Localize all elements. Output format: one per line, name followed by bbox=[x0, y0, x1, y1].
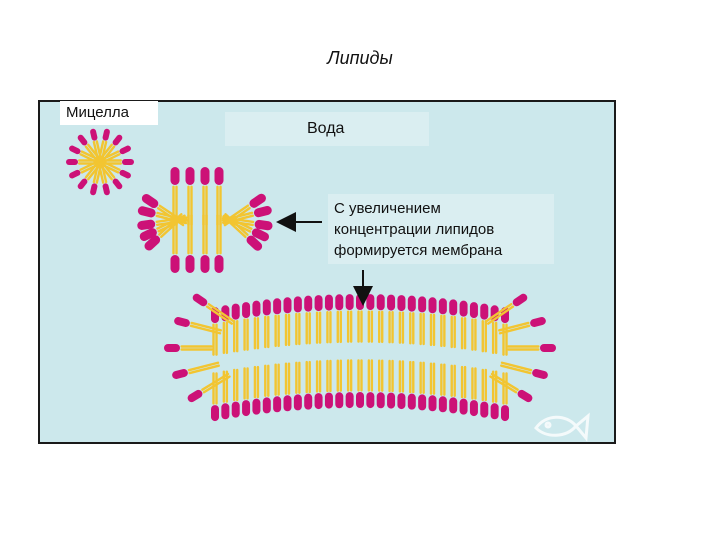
lipid-molecule bbox=[418, 296, 427, 346]
caption-membrane-formation: С увеличением концентрации липидов форми… bbox=[328, 194, 554, 264]
lipid-molecule bbox=[397, 295, 406, 344]
lipid-molecule bbox=[273, 363, 282, 413]
lipid-molecule bbox=[356, 359, 364, 408]
lipid-molecule bbox=[324, 359, 333, 409]
lipid-bilayer-membrane bbox=[164, 293, 556, 422]
lipid-molecule bbox=[485, 293, 528, 325]
large-micelle bbox=[137, 167, 273, 273]
lipid-molecule bbox=[449, 299, 458, 349]
page-title: Липиды bbox=[327, 48, 393, 68]
lipid-molecule bbox=[293, 361, 302, 411]
lipid-molecule bbox=[314, 360, 323, 410]
lipid-molecule bbox=[387, 294, 396, 344]
lipid-molecule bbox=[164, 344, 213, 352]
caption-line-3: формируется мембрана bbox=[334, 242, 503, 259]
lipid-molecule bbox=[387, 359, 396, 409]
lipid-molecule bbox=[252, 365, 261, 415]
lipid-molecule bbox=[438, 363, 447, 413]
lipid-molecule bbox=[304, 295, 313, 345]
lipid-molecule bbox=[480, 303, 489, 353]
lipid-molecule bbox=[335, 294, 344, 344]
lipid-molecule bbox=[335, 359, 344, 409]
lipid-molecule bbox=[172, 361, 220, 379]
lipid-molecule bbox=[480, 368, 489, 418]
lipid-molecule bbox=[366, 359, 375, 409]
lipid-molecule bbox=[192, 293, 235, 325]
lipid-molecule bbox=[273, 298, 282, 348]
lipid-molecule bbox=[283, 362, 292, 412]
lipid-molecule bbox=[345, 359, 354, 409]
lipid-molecule bbox=[231, 368, 240, 418]
lipid-molecule bbox=[139, 214, 188, 241]
lipid-molecule bbox=[500, 361, 548, 379]
lipid-molecule bbox=[174, 317, 222, 335]
lipid-molecule bbox=[214, 213, 224, 273]
lipid-molecule bbox=[96, 145, 131, 166]
lipid-molecule bbox=[283, 297, 292, 347]
lipid-molecule bbox=[214, 167, 224, 227]
lipid-molecule bbox=[187, 372, 231, 403]
lipid-molecule bbox=[366, 294, 375, 343]
lipid-molecule bbox=[200, 167, 210, 227]
lipid-molecule bbox=[262, 364, 271, 414]
lipid-molecule bbox=[293, 296, 302, 346]
lipid-molecule bbox=[376, 359, 385, 409]
lipid-molecule bbox=[345, 294, 354, 343]
lipid-molecule bbox=[397, 360, 406, 410]
lipid-molecule bbox=[314, 295, 323, 344]
lipid-molecule bbox=[418, 361, 427, 411]
lipid-molecule bbox=[262, 299, 271, 349]
lipid-molecule bbox=[407, 295, 416, 345]
lipid-molecule bbox=[211, 372, 219, 422]
water-label: Вода bbox=[225, 112, 429, 146]
lipid-molecule bbox=[185, 167, 195, 227]
lipid-molecule bbox=[469, 302, 478, 351]
lipid-molecule bbox=[376, 294, 385, 344]
lipid-molecule bbox=[242, 367, 251, 417]
caption-line-2: концентрации липидов bbox=[334, 221, 495, 238]
lipid-molecule bbox=[489, 372, 533, 403]
small-micelle bbox=[66, 128, 134, 196]
micelle-label: Мицелла bbox=[60, 101, 158, 125]
lipid-molecule bbox=[449, 364, 458, 414]
lipid-molecule bbox=[185, 213, 195, 273]
lipid-molecule bbox=[324, 294, 333, 344]
lipid-molecule bbox=[407, 360, 416, 410]
lipid-molecule bbox=[498, 317, 546, 335]
lipid-molecule bbox=[469, 367, 478, 417]
lipid-molecule bbox=[231, 303, 240, 353]
lipid-molecule bbox=[459, 365, 468, 415]
fish-watermark-icon bbox=[534, 412, 590, 442]
lipid-molecule bbox=[459, 300, 468, 350]
lipid-molecule bbox=[252, 300, 261, 350]
lipid-molecule bbox=[501, 372, 509, 422]
lipid-molecule bbox=[304, 360, 313, 410]
lipid-molecule bbox=[428, 362, 437, 412]
lipid-molecule bbox=[428, 297, 437, 347]
lipid-molecule bbox=[200, 213, 210, 273]
lipid-molecule bbox=[222, 213, 263, 251]
lipid-molecule bbox=[242, 302, 251, 351]
caption-line-1: С увеличением bbox=[334, 200, 441, 217]
lipid-molecule bbox=[438, 298, 447, 348]
lipid-molecule bbox=[144, 213, 185, 251]
lipid-molecule bbox=[507, 344, 556, 352]
